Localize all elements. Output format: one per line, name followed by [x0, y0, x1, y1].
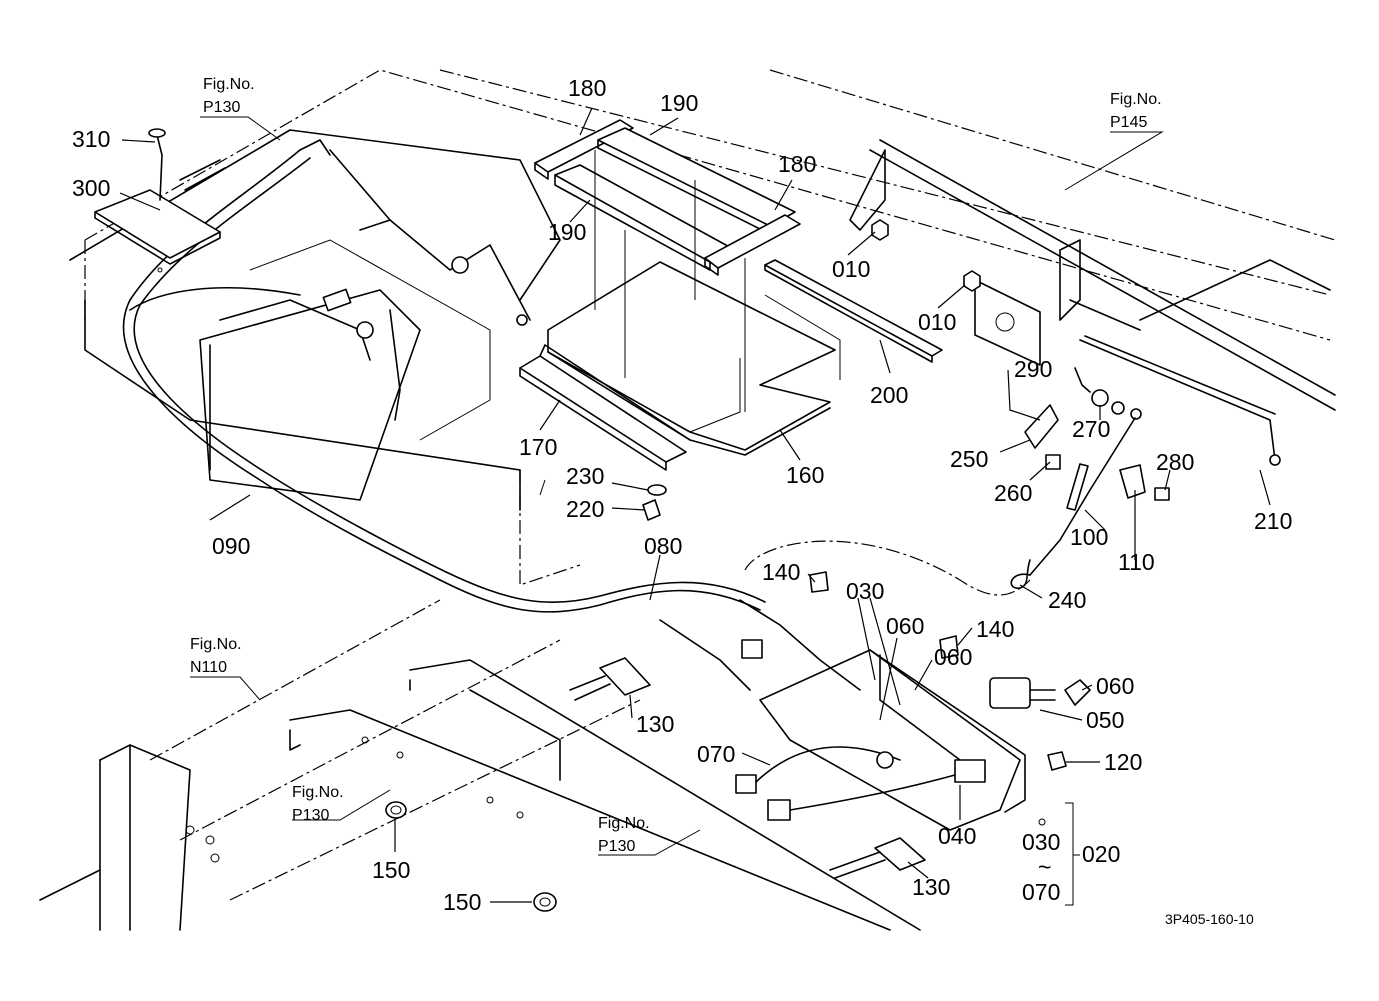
right-frame: [849, 139, 1336, 411]
group-bracket-020: [1065, 802, 1080, 906]
fig-ref-underlines: [190, 116, 1164, 856]
callout-180: 180: [568, 75, 606, 101]
cable-090: [122, 149, 447, 581]
callout-240: 240: [1048, 587, 1086, 613]
callout-150: 150: [443, 889, 481, 915]
callout-070: 070: [1022, 879, 1060, 905]
fig-ref-line2: P130: [598, 838, 635, 855]
linkage-rods: [179, 139, 531, 421]
fig-ref-line1: Fig.No.: [203, 76, 255, 93]
callout-180: 180: [778, 151, 816, 177]
fig-ref-line1: Fig.No.: [598, 815, 650, 832]
floor-mat-170: [519, 344, 691, 471]
fig-ref-line1: Fig.No.: [1110, 91, 1162, 108]
assembly-guides: [594, 150, 841, 412]
pad-190-upper: [597, 127, 796, 235]
fig-ref-line2: P145: [1110, 114, 1147, 131]
callout-020: 020: [1082, 841, 1120, 867]
callout-140: 140: [762, 559, 800, 585]
callout-060: 060: [1096, 673, 1134, 699]
callout-280: 280: [1156, 449, 1194, 475]
callout-260: 260: [994, 480, 1032, 506]
callout-080: 080: [644, 533, 682, 559]
fig-ref-p145: Fig.No. P145: [1110, 91, 1162, 131]
callout-130: 130: [912, 874, 950, 900]
callout-210: 210: [1254, 508, 1292, 534]
callout-170: 170: [519, 434, 557, 460]
callout-290: 290: [1014, 356, 1052, 382]
fig-ref-line2: N110: [190, 659, 227, 676]
fig-ref-p130-mid: Fig.No. P130: [292, 784, 344, 824]
callout-030: 030: [846, 578, 884, 604]
callout-140: 140: [976, 616, 1014, 642]
switch-assembly-020: [659, 571, 1091, 831]
callout-050: 050: [1086, 707, 1124, 733]
callout-190: 190: [660, 90, 698, 116]
callout-190: 190: [548, 219, 586, 245]
range-tilde: ~: [1038, 854, 1051, 880]
callout-090: 090: [212, 533, 250, 559]
callout-230: 230: [566, 463, 604, 489]
callout-150: 150: [372, 857, 410, 883]
callout-labels: 310 300 180 190 180 190 010 010 200 290 …: [72, 75, 1292, 915]
callout-060: 060: [934, 644, 972, 670]
floor-mat-160: [547, 261, 836, 456]
callout-270: 270: [1072, 416, 1110, 442]
callout-300: 300: [72, 175, 110, 201]
plate-130-lower: [829, 837, 926, 879]
switch-bracket-assembly: [1010, 367, 1170, 589]
drawing-code: 3P405-160-10: [1165, 911, 1254, 927]
pad-180-right: [704, 214, 801, 276]
rod-210: [1079, 335, 1281, 466]
callout-220: 220: [566, 496, 604, 522]
lower-frame: [39, 599, 921, 931]
cable-080: [439, 540, 1031, 613]
bolts-010: [871, 219, 981, 292]
grommet-150-upper: [385, 801, 407, 819]
fig-ref-line1: Fig.No.: [292, 784, 344, 801]
grommet-150-lower: [533, 892, 557, 912]
callout-100: 100: [1070, 524, 1108, 550]
fig-ref-p130-bottom: Fig.No. P130: [598, 815, 650, 855]
plate-130-upper: [569, 657, 651, 701]
fig-ref-p130-top: Fig.No. P130: [203, 76, 255, 116]
pad-180-left: [534, 119, 634, 180]
leader-lines: [119, 107, 1271, 903]
callout-010: 010: [832, 256, 870, 282]
fig-ref-n110: Fig.No. N110: [190, 636, 242, 676]
callout-070: 070: [697, 741, 735, 767]
callout-160: 160: [786, 462, 824, 488]
floor-assembly: [69, 129, 561, 511]
callout-130: 130: [636, 711, 674, 737]
callout-110: 110: [1118, 549, 1155, 575]
strip-200: [764, 259, 943, 363]
fig-ref-line1: Fig.No.: [190, 636, 242, 653]
fig-ref-line2: P130: [292, 807, 329, 824]
bolt-220: [642, 484, 667, 521]
callout-010: 010: [918, 309, 956, 335]
callout-200: 200: [870, 382, 908, 408]
fig-ref-line2: P130: [203, 99, 240, 116]
callout-310: 310: [72, 126, 110, 152]
callout-250: 250: [950, 446, 988, 472]
callout-030: 030: [1022, 829, 1060, 855]
cover-plate-300: [94, 128, 221, 273]
callout-040: 040: [938, 823, 976, 849]
callout-120: 120: [1104, 749, 1142, 775]
callout-060: 060: [886, 613, 924, 639]
